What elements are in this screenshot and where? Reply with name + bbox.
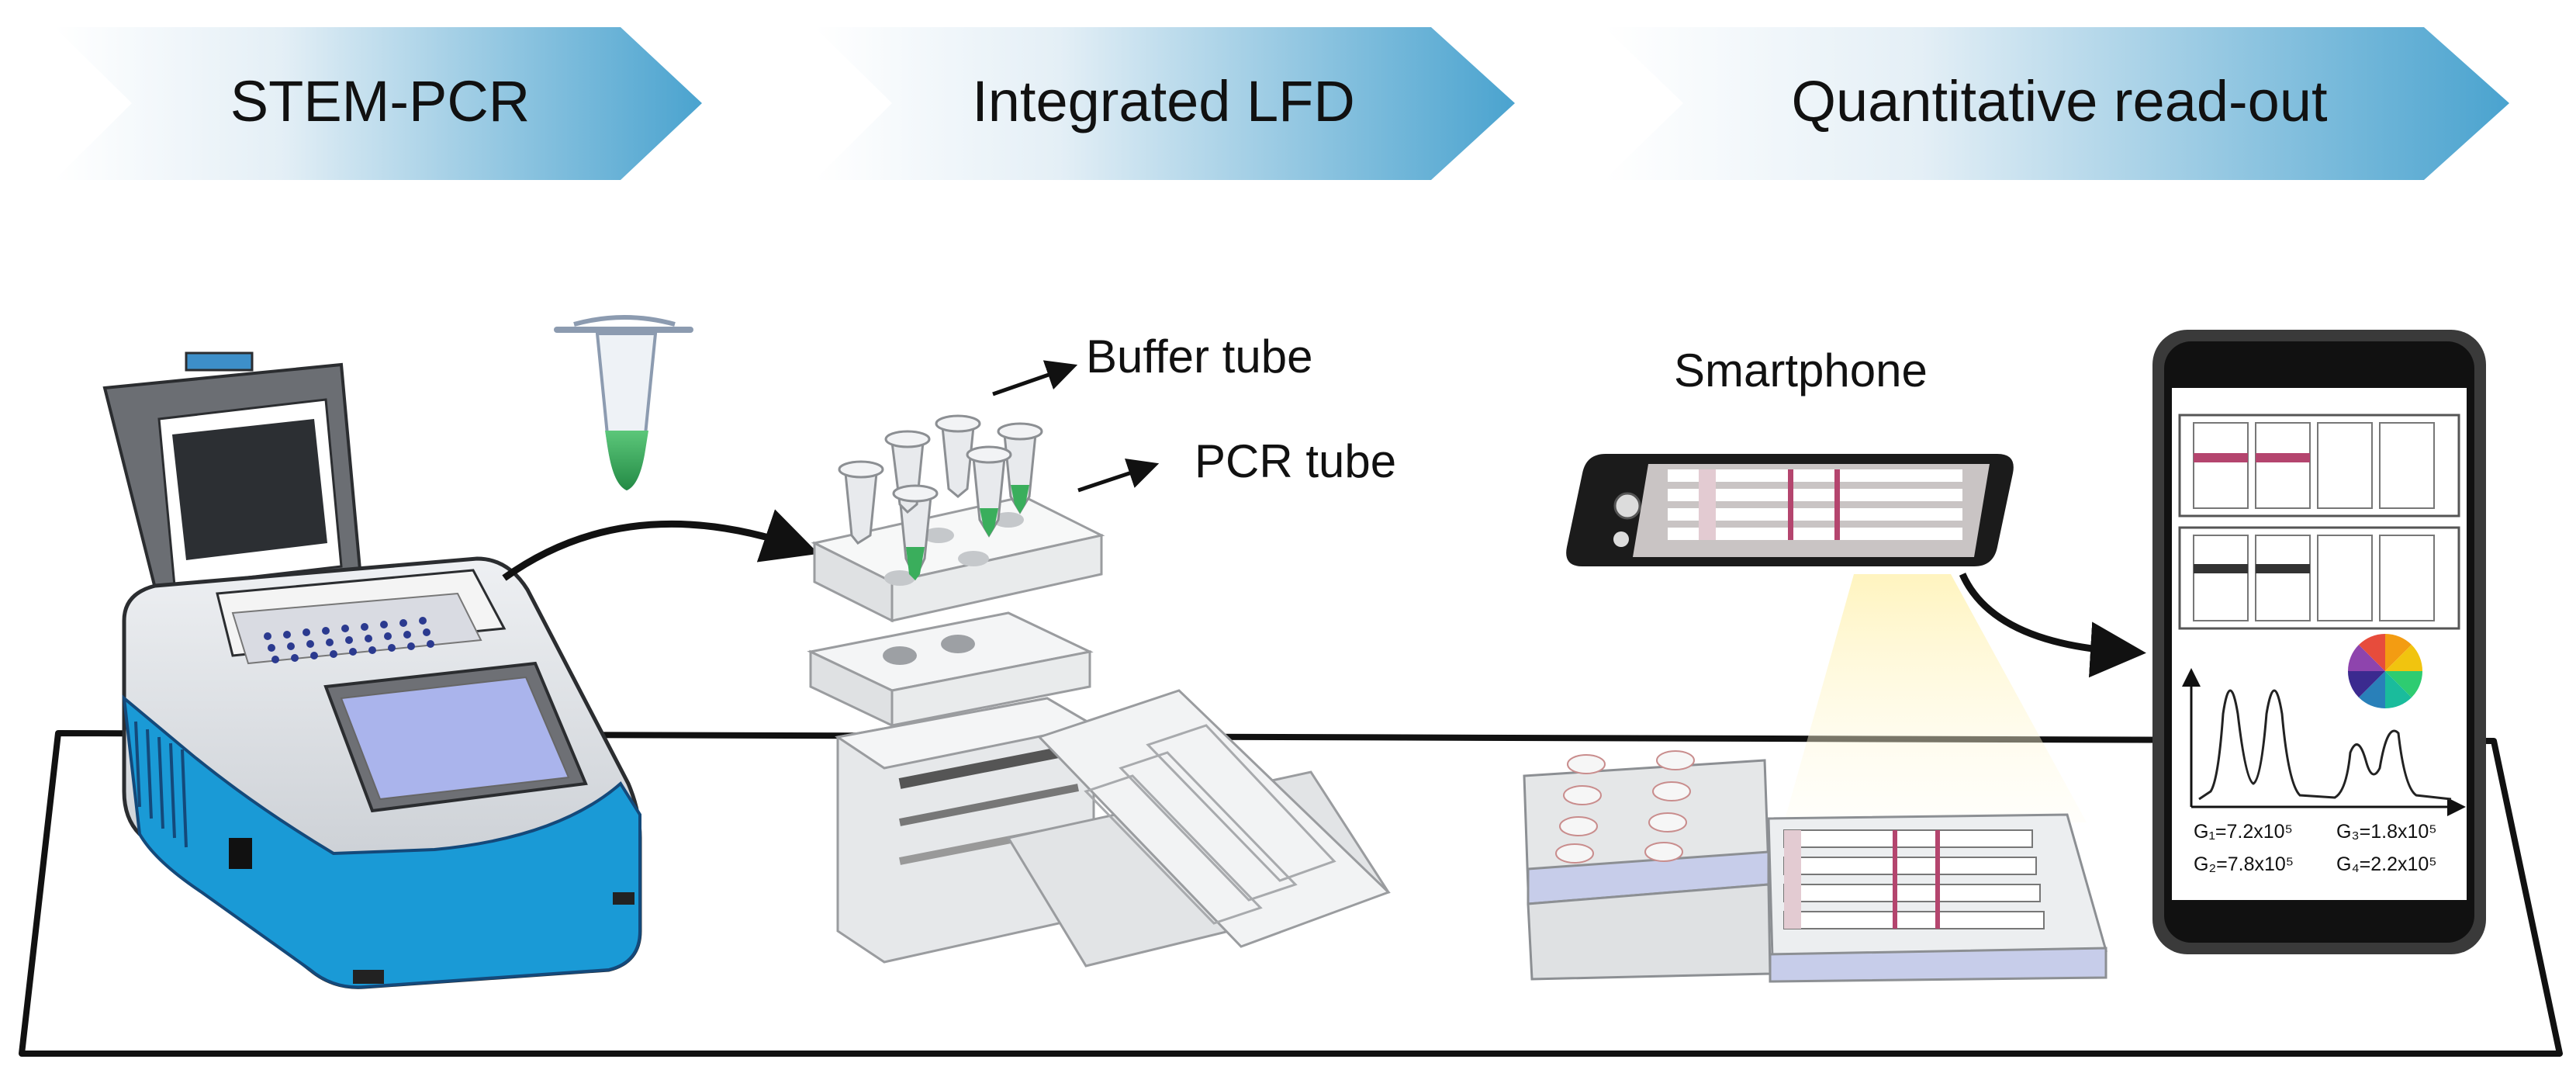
smartphone-label: Smartphone xyxy=(1674,344,1928,396)
camera-lens-icon xyxy=(1613,492,1641,520)
pcr-tube-label: PCR tube xyxy=(1195,435,1397,487)
pcr-tube-icon xyxy=(554,315,693,491)
result-g1: G₁=7.2x10⁵ xyxy=(2194,821,2293,843)
buffer-tube-label: Buffer tube xyxy=(1086,331,1313,382)
color-wheel-icon xyxy=(2347,633,2423,709)
banner-quantitative-readout xyxy=(1604,27,2509,180)
reader-cartridge xyxy=(1523,750,2107,983)
banner-integrated-lfd xyxy=(814,27,1515,180)
banner-label-integrated-lfd: Integrated LFD xyxy=(972,69,1355,133)
banner-label-quantitative-readout: Quantitative read-out xyxy=(1791,69,2328,133)
arrow-to-readout xyxy=(1959,573,2146,678)
sample-wells xyxy=(1555,750,1695,864)
result-g4: G₄=2.2x10⁵ xyxy=(2336,853,2437,875)
light-beam xyxy=(1784,574,2087,822)
pcr-tube-pointer xyxy=(1077,458,1160,493)
phone-strip-preview xyxy=(1668,469,1962,540)
readout-phone xyxy=(2152,330,2486,954)
well-plate xyxy=(264,617,434,663)
vent-grille xyxy=(134,721,188,848)
signal-plot xyxy=(2182,668,2466,816)
buffer-tube-pointer xyxy=(992,360,1078,396)
thermocycler xyxy=(102,351,642,989)
banner-stem-pcr xyxy=(54,27,702,180)
lfd-strips xyxy=(1783,829,2045,929)
arrow-to-lfd xyxy=(502,509,819,581)
integrated-lfd-device xyxy=(807,414,1391,968)
result-g3: G₃=1.8x10⁵ xyxy=(2336,821,2437,843)
result-g2: G₂=7.8x10⁵ xyxy=(2194,853,2294,875)
banner-label-stem-pcr: STEM-PCR xyxy=(230,69,531,133)
smartphone-tilted xyxy=(1566,454,2014,566)
tube-cluster xyxy=(838,414,1043,581)
